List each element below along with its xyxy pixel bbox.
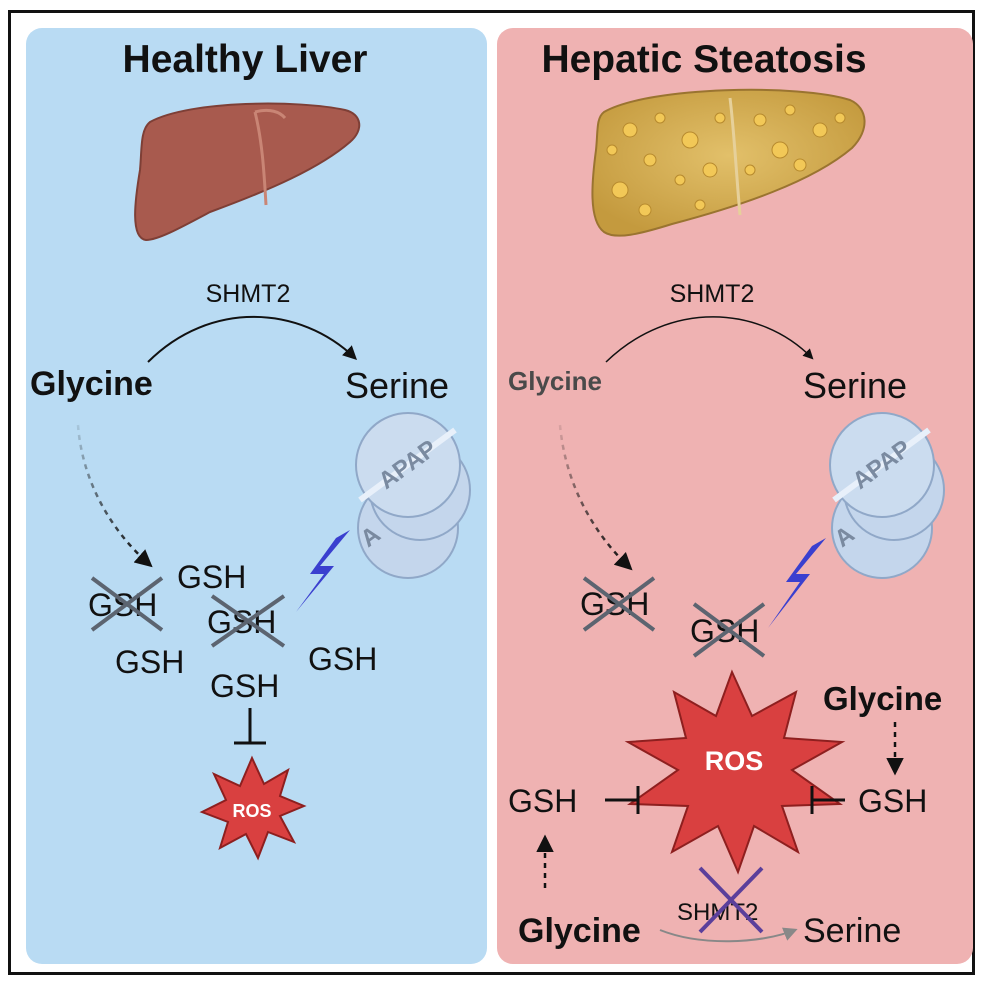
healthy-gsh-1: GSH (177, 559, 246, 595)
healthy-title: Healthy Liver (123, 38, 368, 81)
steatosis-serine-label: Serine (803, 365, 907, 406)
steatosis-glycine-right-label: Glycine (823, 680, 942, 717)
steatosis-gsh-left: GSH (508, 783, 577, 819)
healthy-apap-pills: APAP A (355, 412, 471, 579)
steatosis-cross-icon-1 (582, 576, 656, 632)
healthy-lightning-icon (296, 530, 350, 612)
steatosis-reaction-arrow (605, 316, 814, 363)
steatosis-lightning-icon (768, 538, 826, 628)
steatosis-inhibition-right-icon (810, 786, 845, 814)
steatosis-enzyme-label: SHMT2 (670, 280, 755, 308)
steatosis-glycine-bottom-label: Glycine (518, 912, 641, 950)
healthy-reaction-arrow (147, 315, 358, 363)
healthy-ros-burst-icon (199, 755, 307, 861)
healthy-serine-label: Serine (345, 365, 449, 406)
healthy-gsh-4: GSH (210, 668, 279, 704)
steatosis-serine-bottom-label: Serine (803, 912, 901, 950)
steatosis-inhibition-left-icon (605, 786, 640, 814)
healthy-ros-label: ROS (232, 801, 271, 821)
healthy-gsh-3: GSH (308, 641, 377, 677)
healthy-inhibition-icon (234, 708, 266, 745)
healthy-glycine-to-gsh-arrow (76, 424, 153, 568)
fatty-liver-icon (591, 88, 866, 237)
steatosis-enzyme-cross-icon (698, 866, 764, 934)
healthy-cross-icon-1 (90, 576, 164, 632)
steatosis-title: Hepatic Steatosis (541, 38, 866, 81)
steatosis-gsh-right: GSH (858, 783, 927, 819)
steatosis-cross-icon-2 (692, 602, 766, 658)
healthy-glycine-label: Glycine (30, 365, 153, 403)
healthy-gsh-2: GSH (115, 644, 184, 680)
steatosis-apap-pills: APAP A (829, 412, 945, 579)
steatosis-bottom-reaction-arrow (659, 927, 798, 943)
healthy-liver-icon (134, 102, 361, 242)
healthy-cross-icon-2 (210, 594, 286, 648)
steatosis-glycine-to-gsh-arrow (558, 424, 633, 571)
steatosis-ros-label: ROS (705, 746, 764, 776)
steatosis-glycine-faded-label: Glycine (508, 366, 602, 396)
steatosis-ros-burst-icon (624, 669, 846, 875)
healthy-enzyme-label: SHMT2 (206, 280, 291, 308)
